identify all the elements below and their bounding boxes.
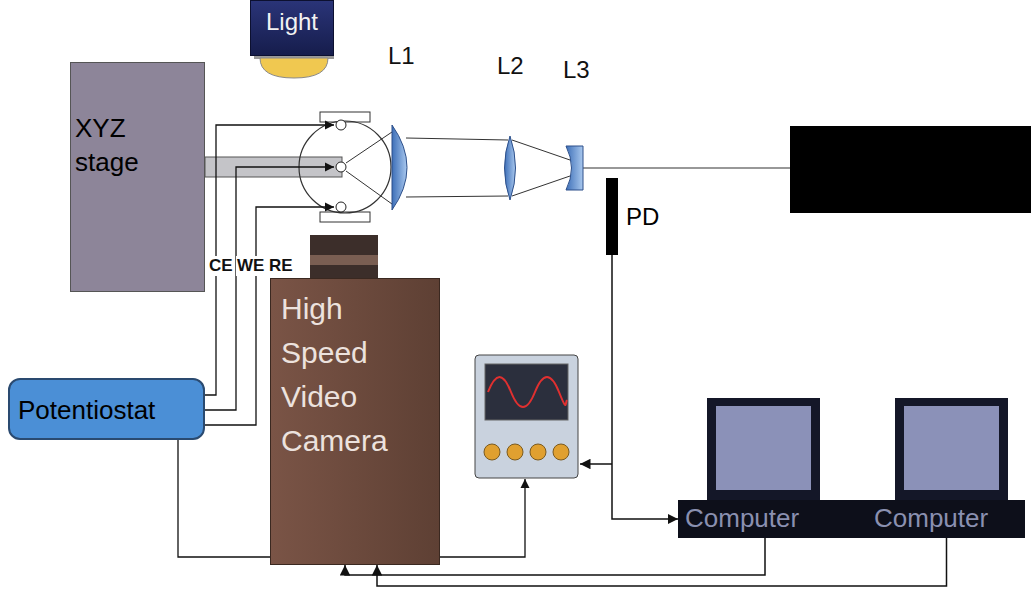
scope-knob — [507, 444, 523, 460]
signal-connector — [377, 538, 947, 586]
label-holder: WE — [236, 256, 265, 276]
monitor — [895, 398, 1008, 500]
electrode-label: CE — [208, 256, 234, 276]
node-text: PD — [626, 204, 638, 230]
monitor — [707, 398, 820, 500]
label-holder: L2 — [497, 56, 524, 78]
camera-body: High Speed Video Camera — [270, 278, 440, 565]
node-text: Computer — [685, 503, 862, 533]
oscilloscope — [475, 355, 578, 478]
electrode-label: WE — [236, 256, 265, 276]
xyz-stage: XYZ stage — [70, 62, 205, 292]
concave-lens — [566, 146, 583, 190]
computer-box: Computer — [678, 500, 868, 538]
node-text: High Speed Video Camera — [281, 287, 401, 463]
laser-beam — [582, 167, 790, 168]
electrode — [336, 202, 346, 212]
lens-label: L3 — [563, 60, 590, 80]
biconvex-lens — [505, 136, 516, 200]
label-holder: RE — [268, 256, 294, 276]
lamp-bulb — [260, 58, 328, 78]
plano-convex-lens — [392, 125, 407, 210]
electrode — [336, 120, 346, 130]
light-source: Light — [250, 0, 334, 56]
camera-lens-band — [310, 255, 378, 265]
oscilloscope-screen — [485, 364, 568, 420]
lens-label: L1 — [388, 46, 415, 66]
node-text: XYZ stage — [75, 111, 150, 179]
scope-knob — [553, 444, 569, 460]
scope-knob — [484, 444, 500, 460]
signal-branch — [580, 463, 612, 465]
sine-trace — [488, 377, 567, 407]
label-holder: L1 — [388, 46, 415, 68]
monitor-screen — [716, 406, 811, 490]
light-ray — [346, 132, 392, 204]
label-holder: CE — [208, 256, 234, 276]
electrode — [336, 162, 346, 172]
camera-lens — [310, 235, 378, 279]
photodiode: PD — [606, 178, 618, 255]
lens-label: L2 — [497, 56, 524, 76]
node-text: Potentiostat — [18, 394, 197, 426]
monitor-screen — [904, 406, 999, 490]
light-ray — [406, 138, 508, 197]
electrode-label: RE — [268, 256, 294, 276]
computer-box: Computer — [868, 500, 1025, 538]
scope-knob — [530, 444, 546, 460]
potentiostat-box: Potentiostat — [8, 378, 205, 440]
label-holder: L3 — [563, 60, 590, 82]
node-text: Light — [259, 7, 325, 37]
signal-connector — [612, 255, 678, 519]
light-ray — [512, 140, 570, 196]
node-text: Computer — [874, 503, 1019, 533]
laser — [790, 126, 1031, 213]
